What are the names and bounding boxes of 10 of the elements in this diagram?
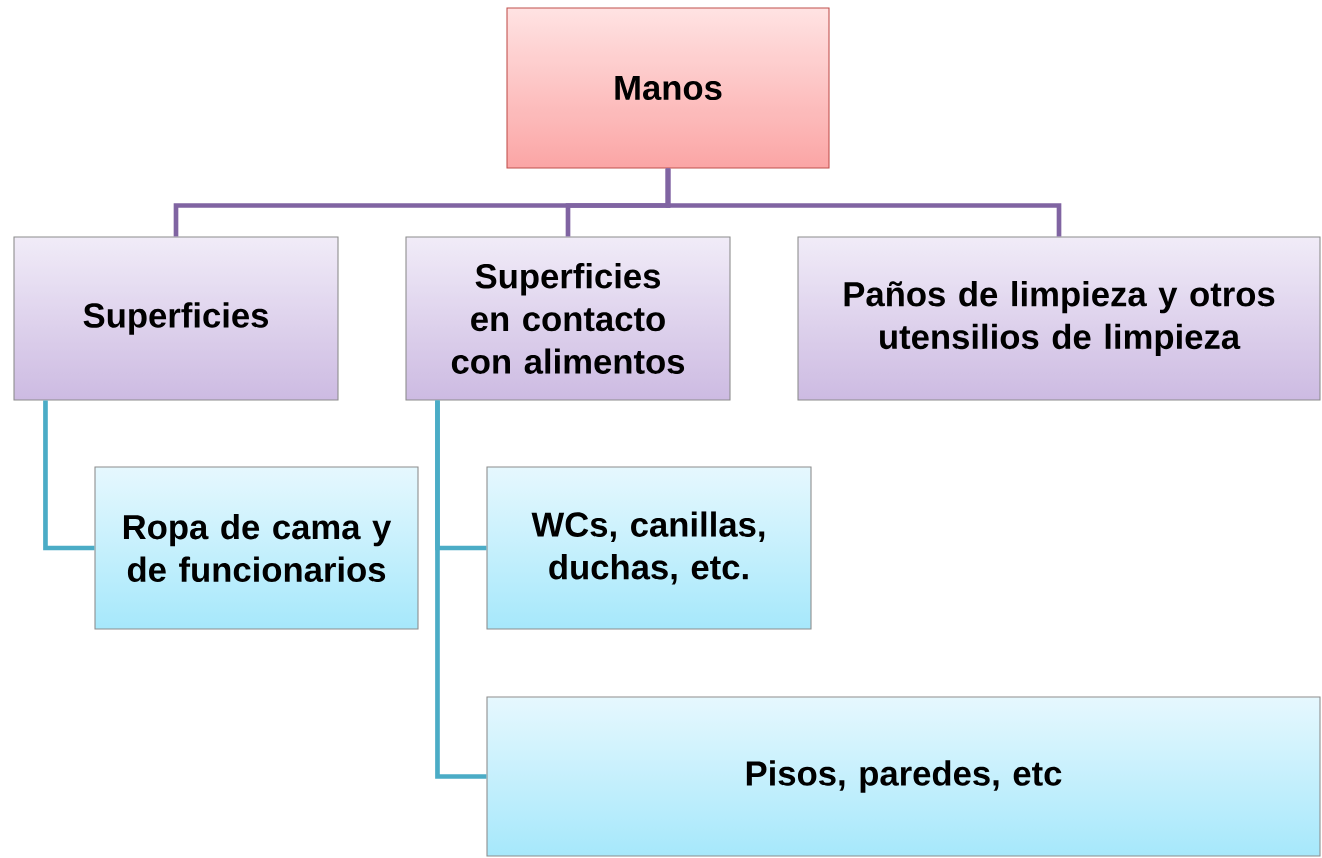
box: Superficies en contacto con alimentos [405,236,731,401]
box: Paños de limpieza y otros utensilios de limpieza [797,236,1321,401]
connector-line [435,400,487,779]
connector-line [43,400,95,551]
box: Pisos, paredes, etc [486,696,1321,857]
box: Manos [506,7,830,169]
connector-line [665,168,1062,237]
box: Superficies [13,236,339,401]
box: WCs, canillas, duchas, etc. [486,466,812,630]
box: Ropa de cama y de funcionarios [94,466,419,630]
